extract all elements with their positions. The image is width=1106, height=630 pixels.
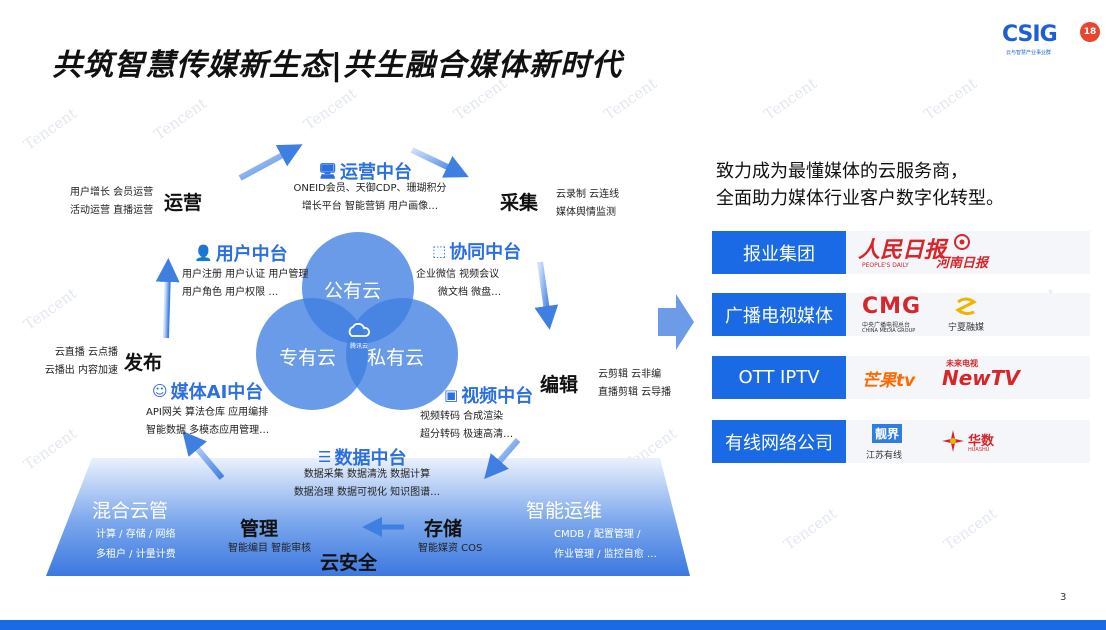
cmg-logo: CMG <box>862 294 922 319</box>
video-center-desc: 视频转码 合成渲染 超分转码 极速高清… <box>420 411 514 440</box>
storage-heading: 存储 <box>424 518 463 540</box>
ningxia-media-emblem <box>954 296 978 318</box>
cloud-security-heading: 云安全 <box>320 552 378 574</box>
user-center-desc: 用户注册 用户认证 用户管理 用户角色 用户权限 … <box>182 269 309 298</box>
category-broadcast: 广播电视媒体 <box>712 293 846 336</box>
arrow-collab-to-edit <box>534 261 559 330</box>
arrow-ops-to-center <box>238 144 303 181</box>
database-icon: ☰ <box>318 448 332 466</box>
dedicated-cloud-label: 专有云 <box>279 347 337 369</box>
huashu-logo: 华数 <box>968 434 995 449</box>
jiangsu-cable-badge: 靓界 <box>872 424 903 443</box>
watermark: Tencent <box>940 504 1001 554</box>
diagram-graphics <box>46 144 690 576</box>
cmg-en: CHINA MEDIA GROUP <box>862 328 916 334</box>
ai-center-heading: ☺ 媒体AI中台 <box>152 382 264 403</box>
publish-heading: 发布 <box>124 352 163 374</box>
ops-center-desc: ONEID会员、天御CDP、珊瑚积分 增长平台 智能营销 用户画像… <box>293 183 447 212</box>
logo-text: CSIG <box>1002 22 1058 47</box>
huashu-en: HUASHU <box>968 447 990 453</box>
ops-center-heading: 🖥 运营中台 <box>318 162 413 183</box>
henan-daily-logo: 河南日报 <box>936 256 989 271</box>
user-center-heading: 👤 用户中台 <box>194 244 288 265</box>
logo-subtitle: 云与智慧产业事业群 <box>1006 50 1052 56</box>
manage-desc: 智能编目 智能审核 <box>228 543 312 554</box>
operation-desc: 用户增长 会员运营 活动运营 直播运营 <box>70 187 154 216</box>
data-center-heading: ☰ 数据中台 <box>318 448 407 469</box>
collab-center-desc: 企业微信 视频会议 微文档 微盘… <box>416 269 502 298</box>
ningxia-media-logo: 宁夏融媒 <box>948 323 985 333</box>
right-arrow-icon <box>658 294 694 350</box>
smart-ops-desc: CMDB / 配置管理 / 作业管理 / 监控自愈 … <box>554 529 657 560</box>
tencent-cloud-icon <box>348 322 370 337</box>
arrow-video-to-base <box>484 438 521 480</box>
user-icon: 👤 <box>194 244 213 262</box>
tagline: 致力成为最懂媒体的云服务商， 全面助力媒体行业客户数字化转型。 <box>716 161 1004 209</box>
jiangsu-cable-logo: 江苏有线 <box>866 451 903 461</box>
operation-heading: 运营 <box>164 192 203 214</box>
huashu-emblem <box>940 428 966 454</box>
future-tv-cn: 未来电视 <box>946 359 978 368</box>
mango-tv-logo: 芒果tv <box>862 371 916 391</box>
manage-heading: 管理 <box>240 518 279 540</box>
watermark: Tencent <box>780 504 841 554</box>
collection-heading: 采集 <box>500 192 539 214</box>
collaboration-icon: ⬚ <box>432 242 447 260</box>
arrow-base-to-ai <box>182 430 225 480</box>
hybrid-cloud-desc: 计算 / 存储 / 网络 多租户 / 计量计费 <box>96 529 176 560</box>
arrow-center-to-collect <box>410 147 469 178</box>
category-row-ott <box>846 356 1090 399</box>
category-ott-iptv: OTT IPTV <box>712 356 846 399</box>
hybrid-cloud-heading: 混合云管 <box>92 500 169 522</box>
watermark: Tencent <box>760 74 821 124</box>
smart-ops-heading: 智能运维 <box>526 500 603 522</box>
ai-head-icon: ☺ <box>152 382 168 400</box>
arrow-publish-to-user <box>155 258 180 339</box>
video-center-heading: ▣ 视频中台 <box>444 386 534 407</box>
footer-bar <box>0 620 1106 630</box>
newtv-logo: NewTV <box>942 366 1020 390</box>
publish-desc: 云直播 云点播 云播出 内容加速 <box>44 347 118 376</box>
storage-desc: 智能媒资 COS <box>418 543 483 554</box>
tencent-cloud-text: 腾讯云 <box>349 343 368 350</box>
collection-desc: 云录制 云连线 媒体舆情监测 <box>556 189 620 218</box>
page-number: 3 <box>1060 592 1067 603</box>
edit-desc: 云剪辑 云非编 直播剪辑 云导播 <box>598 369 672 398</box>
collab-center-heading: ⬚ 协同中台 <box>432 242 522 263</box>
watermark: Tencent <box>920 74 981 124</box>
category-newspaper: 报业集团 <box>712 231 846 274</box>
tencent-cloud-badge: 腾讯云 <box>342 322 376 350</box>
csig-logo: CSIG 云与智慧产业事业群 18 <box>1002 22 1100 56</box>
data-center-desc: 数据采集 数据清洗 数据计算 数据治理 数据可视化 知识图谱… <box>293 469 441 498</box>
public-cloud-label: 公有云 <box>324 280 382 302</box>
edit-heading: 编辑 <box>540 374 579 396</box>
cmg-cn: 中央广播电视总台 <box>862 322 911 329</box>
ai-center-desc: API网关 算法仓库 应用编排 智能数据 多模态应用管理… <box>146 407 270 436</box>
logo-badge: 18 <box>1080 22 1100 42</box>
people-daily-en: PEOPLE'S DAILY <box>862 262 909 269</box>
category-cable: 有线网络公司 <box>712 420 846 463</box>
henan-daily-emblem <box>948 234 976 250</box>
people-daily-logo: 人民日报 <box>858 237 947 263</box>
private-cloud-circle <box>346 298 458 410</box>
private-cloud-label: 私有云 <box>367 347 425 369</box>
slide-title: 共筑智慧传媒新生态|共生融合媒体新时代 <box>52 48 622 83</box>
video-icon: ▣ <box>444 386 459 404</box>
display-icon: 🖥 <box>318 162 338 180</box>
